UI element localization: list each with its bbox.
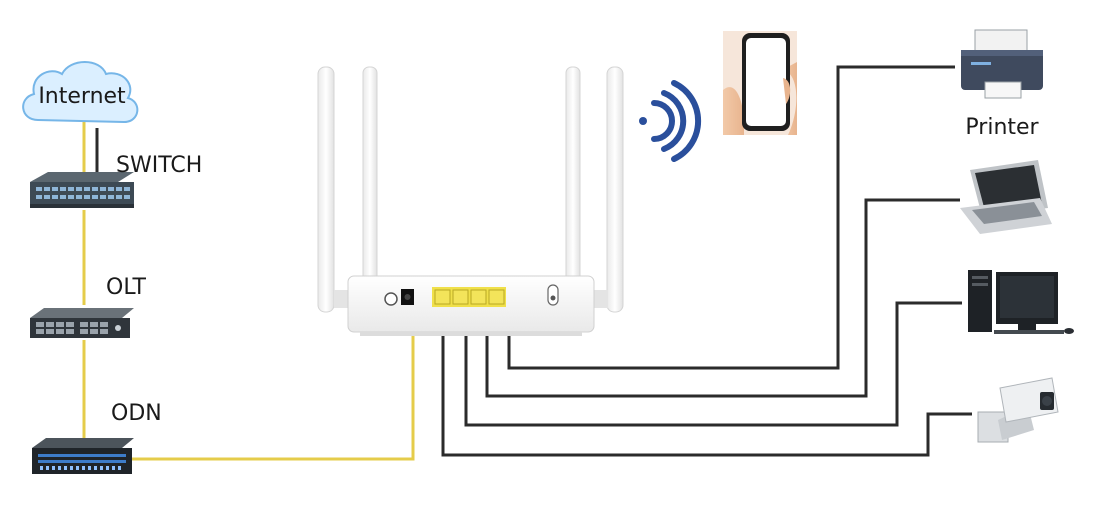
network-switch-icon <box>30 172 134 208</box>
odn-device: ODN <box>32 401 162 474</box>
printer-device: Printer <box>961 29 1043 140</box>
olt-chassis-icon <box>30 308 134 338</box>
antenna-1 <box>317 66 335 313</box>
antenna-3 <box>565 66 581 293</box>
wifi-signal-icon <box>639 80 702 162</box>
laptop-device <box>960 160 1052 234</box>
smartphone-device <box>723 31 797 135</box>
fiber-link-odn-router <box>132 335 415 461</box>
olt-device: OLT <box>30 275 147 338</box>
smartphone-icon <box>723 31 797 135</box>
printer-icon <box>961 29 1043 99</box>
ethernet-link-desktop <box>464 301 962 427</box>
switch-device: SWITCH <box>30 153 202 208</box>
security-camera-device <box>977 377 1059 443</box>
lan-ports <box>432 287 506 307</box>
security-camera-icon <box>977 377 1059 443</box>
internet-label: Internet <box>38 84 126 109</box>
odn-label: ODN <box>111 401 162 426</box>
olt-label: OLT <box>106 275 147 300</box>
desktop-device <box>968 270 1074 334</box>
printer-label: Printer <box>965 115 1039 140</box>
connection-lines <box>82 65 972 461</box>
cloud-icon <box>22 61 139 124</box>
wps-button <box>547 284 559 306</box>
router-icon <box>317 66 624 336</box>
ethernet-link-printer <box>507 65 955 370</box>
laptop-icon <box>960 160 1052 234</box>
internet-cloud: Internet <box>22 61 139 124</box>
ethernet-link-laptop <box>485 198 960 398</box>
antenna-2 <box>362 66 378 293</box>
router-device <box>317 66 624 336</box>
odn-panel-icon <box>32 438 134 474</box>
ethernet-link-camera <box>441 336 972 457</box>
power-button <box>384 292 398 306</box>
antenna-4 <box>606 66 624 313</box>
switch-label: SWITCH <box>116 153 202 178</box>
desktop-computer-icon <box>968 270 1074 334</box>
